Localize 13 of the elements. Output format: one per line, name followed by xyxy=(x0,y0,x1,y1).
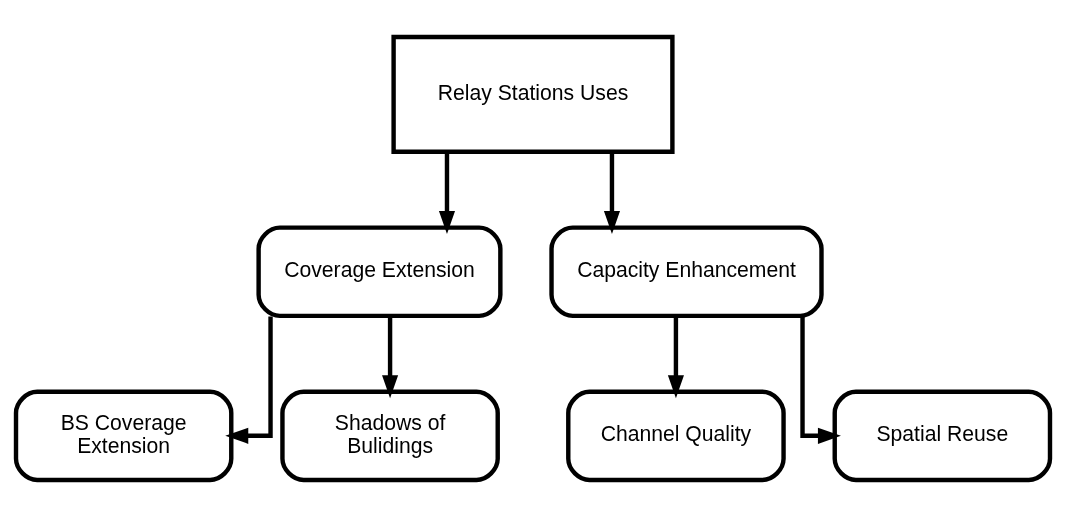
arrow xyxy=(603,151,620,234)
node-box: BS Coverage Extension xyxy=(13,389,234,482)
node-box: Shadows of Bulidings xyxy=(280,389,500,482)
arrow xyxy=(225,316,273,444)
node-box: Channel Quality xyxy=(566,389,786,482)
arrow xyxy=(800,316,841,444)
node-box: Spatial Reuse xyxy=(832,389,1053,482)
node-box: Capacity Enhancement xyxy=(549,224,824,318)
arrow xyxy=(382,316,399,398)
node-box: Relay Stations Uses xyxy=(391,34,675,154)
node-box: Coverage Extension xyxy=(256,224,503,318)
arrow xyxy=(438,151,456,234)
arrow xyxy=(667,316,684,398)
